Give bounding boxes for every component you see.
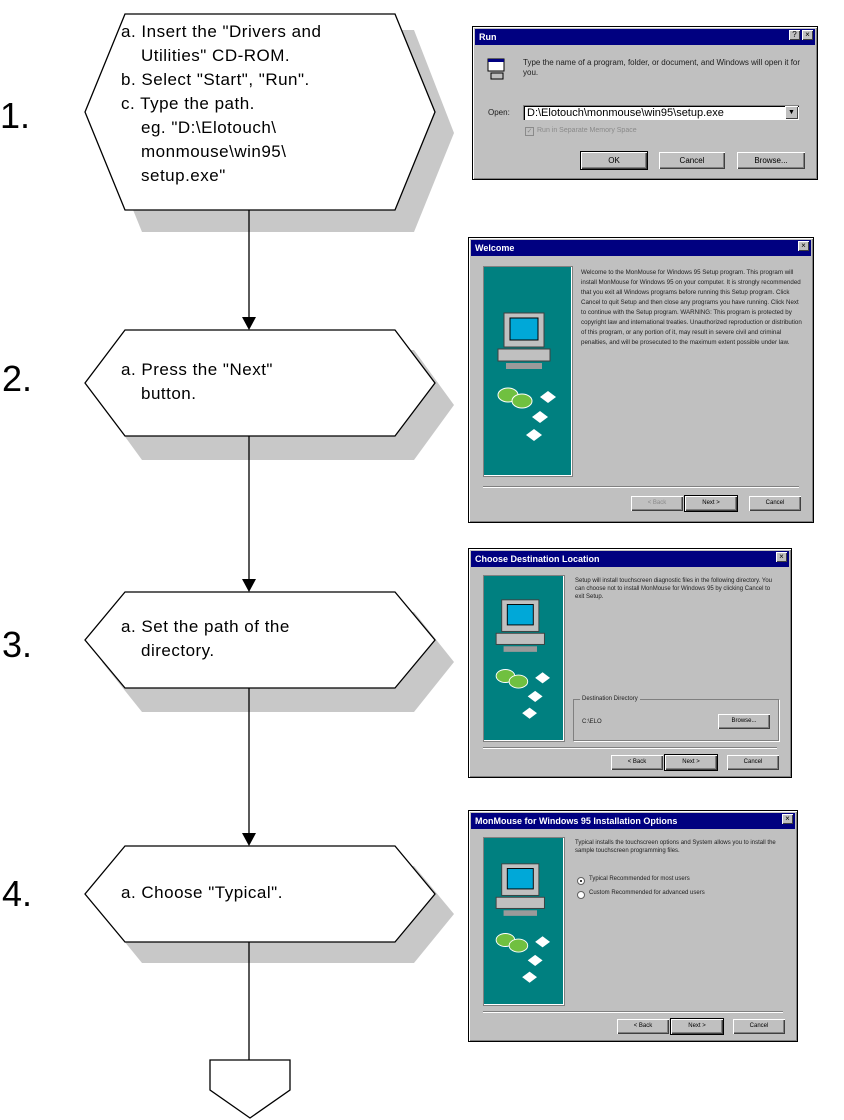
memory-option-label: Run in Separate Memory Space	[537, 127, 637, 134]
run-dialog: Run ? × Type the name of a program, fold…	[472, 26, 818, 180]
close-icon[interactable]: ×	[802, 30, 813, 40]
step-3-number: 3.	[2, 624, 33, 665]
welcome-dialog: Welcome × Welcome to the MonMouse for Wi…	[468, 237, 814, 523]
destination-path: C:\ELO	[582, 719, 602, 725]
next-button[interactable]: Next >	[670, 1018, 724, 1035]
step-1-line-b: b. Select "Start", "Run".	[121, 70, 310, 89]
open-combobox[interactable]: D:\Elotouch\monmouse\win95\setup.exe ▼	[523, 105, 799, 120]
destination-separator	[483, 747, 777, 749]
step-3-line-a2: directory.	[141, 641, 215, 660]
destination-dialog-titlebar: Choose Destination Location	[471, 551, 789, 567]
step-1-line-c4: setup.exe"	[141, 166, 226, 185]
back-button[interactable]: < Back	[631, 496, 683, 511]
install-dialog-title: MonMouse for Windows 95 Installation Opt…	[475, 816, 678, 826]
step-2-hexagon	[84, 329, 436, 437]
step-2-text: a. Press the "Next" button.	[121, 358, 273, 406]
step-1-number: 1.	[0, 95, 31, 136]
typical-radio[interactable]	[577, 877, 585, 885]
cancel-button[interactable]: Cancel	[727, 755, 779, 770]
welcome-text: Welcome to the MonMouse for Windows 95 S…	[581, 269, 802, 346]
computer-disks-icon	[495, 863, 550, 983]
step-1-hexagon	[84, 13, 436, 211]
open-label: Open:	[488, 108, 510, 117]
step-4-hexagon	[84, 845, 436, 943]
destination-dialog-title: Choose Destination Location	[475, 554, 600, 564]
next-button[interactable]: Next >	[684, 495, 738, 512]
cancel-button[interactable]: Cancel	[749, 496, 801, 511]
close-icon[interactable]: ×	[798, 241, 809, 251]
back-button[interactable]: < Back	[617, 1019, 669, 1034]
step-1-text: a. Insert the "Drivers and Utilities" CD…	[121, 20, 321, 188]
cancel-button[interactable]: Cancel	[659, 152, 725, 169]
run-dialog-title: Run	[479, 32, 497, 42]
custom-label: Custom Recommended for advanced users	[589, 890, 705, 896]
install-options-dialog: MonMouse for Windows 95 Installation Opt…	[468, 810, 798, 1042]
destination-text: Setup will install touchscreen diagnosti…	[575, 578, 772, 600]
step-1-line-c: c. Type the path.	[121, 94, 255, 113]
ok-button[interactable]: OK	[580, 151, 648, 170]
close-icon[interactable]: ×	[776, 552, 787, 562]
connector-2-3	[242, 436, 256, 592]
install-dialog-titlebar: MonMouse for Windows 95 Installation Opt…	[471, 813, 795, 829]
install-separator	[483, 1011, 783, 1013]
browse-button[interactable]: Browse...	[718, 714, 770, 729]
computer-disks-icon	[495, 599, 550, 719]
step-2-line-a2: button.	[141, 384, 197, 403]
connector-3-4	[242, 688, 256, 846]
step-1-line-a: a. Insert the "Drivers and	[121, 22, 322, 41]
step-3-line-a: a. Set the path of the	[121, 617, 290, 636]
step-3-text: a. Set the path of the directory.	[121, 615, 290, 663]
welcome-dialog-title: Welcome	[475, 243, 515, 253]
step-1-line-a2: Utilities" CD-ROM.	[141, 46, 291, 65]
off-page-connector	[209, 1059, 291, 1119]
destination-label: Destination Directory	[580, 695, 640, 704]
memory-checkbox[interactable]: ✓	[525, 127, 534, 136]
run-prompt: Type the name of a program, folder, or d…	[523, 58, 801, 77]
destination-dialog: Choose Destination Location × Setup will…	[468, 548, 792, 778]
install-text: Typical installs the touchscreen options…	[575, 840, 776, 854]
step-1-line-c3: monmouse\win95\	[141, 142, 287, 161]
destination-group: Destination Directory C:\ELO Browse...	[573, 695, 779, 741]
welcome-dialog-titlebar: Welcome	[471, 240, 811, 256]
setup-illustration-panel	[483, 575, 565, 742]
setup-illustration-panel	[483, 837, 565, 1006]
step-4-line-a: a. Choose "Typical".	[121, 883, 283, 902]
step-4-text: a. Choose "Typical".	[121, 881, 283, 905]
custom-radio[interactable]	[577, 891, 585, 899]
connector-1-2	[242, 210, 256, 330]
next-button[interactable]: Next >	[664, 754, 718, 771]
step-2-number: 2.	[2, 358, 33, 399]
step-1-line-c2: eg. "D:\Elotouch\	[141, 118, 277, 137]
run-dialog-titlebar: Run	[475, 29, 815, 45]
browse-button[interactable]: Browse...	[737, 152, 805, 169]
step-3-hexagon	[84, 591, 436, 689]
computer-disks-icon	[497, 312, 556, 441]
open-input[interactable]: D:\Elotouch\monmouse\win95\setup.exe	[527, 107, 724, 119]
question-icon[interactable]: ?	[789, 30, 800, 40]
back-button[interactable]: < Back	[611, 755, 663, 770]
welcome-separator	[483, 486, 799, 488]
step-4-number: 4.	[2, 873, 33, 914]
close-icon[interactable]: ×	[782, 814, 793, 824]
dropdown-arrow-icon[interactable]: ▼	[785, 106, 798, 119]
cancel-button[interactable]: Cancel	[733, 1019, 785, 1034]
typical-label: Typical Recommended for most users	[589, 876, 690, 882]
setup-illustration-panel	[483, 266, 573, 477]
run-program-icon	[487, 58, 505, 80]
step-2-line-a: a. Press the "Next"	[121, 360, 273, 379]
